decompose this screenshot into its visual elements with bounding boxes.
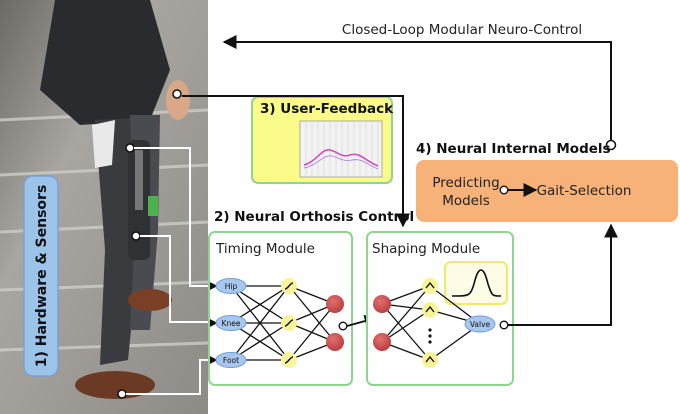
gaussian-inset — [444, 261, 508, 305]
predicting-output-point — [499, 185, 509, 195]
predicting-models-line1: Predicting — [432, 175, 499, 191]
timing-module-title: Timing Module — [215, 241, 315, 257]
ellipsis-dot — [428, 334, 432, 338]
sensor-wires — [126, 147, 212, 395]
timing-input-label: Knee — [222, 319, 241, 328]
hardware-label: 1) Hardware & Sensors — [34, 185, 50, 368]
timing-output-node — [326, 295, 344, 313]
hardware-label-box: 1) Hardware & Sensors — [23, 175, 59, 377]
valve-output-point — [499, 320, 509, 330]
title: Closed-Loop Modular Neuro-Control — [342, 22, 582, 38]
timing-input-label: Foot — [223, 356, 239, 365]
ellipsis-dot — [428, 340, 432, 344]
orthosis-control-label: 2) Neural Orthosis Control — [214, 209, 414, 225]
timing-input-label: Hip — [225, 282, 238, 291]
timing-output-point — [338, 321, 348, 331]
gait-selection: Gait-Selection — [537, 183, 632, 199]
shaping-kernel-node — [422, 278, 438, 294]
internal-models-label: 4) Neural Internal Models — [416, 141, 611, 157]
hip-sensor-point — [125, 143, 135, 153]
knee-sensor-point — [131, 231, 141, 241]
ellipsis-dot — [428, 328, 432, 332]
shaping-module: Shaping Module Valve — [366, 231, 514, 386]
internal-models-box: Predicting Models Gait-Selection — [416, 160, 678, 222]
shaping-module-title: Shaping Module — [372, 241, 480, 257]
timing-output-node — [326, 333, 344, 351]
user-feedback-label: 3) User-Feedback — [260, 101, 394, 117]
valve-label: Valve — [470, 320, 491, 329]
shaping-nodes: Valve — [373, 278, 496, 368]
timing-input-node — [215, 278, 247, 294]
timing-input-node — [215, 352, 247, 368]
closed-loop-arrow — [222, 35, 612, 140]
shaping-kernel-node — [422, 352, 438, 368]
shaping-input-node — [373, 295, 391, 313]
user-feedback-panel: 3) User-Feedback — [251, 96, 394, 184]
loop-source-point — [605, 139, 617, 151]
predicting-models-line2: Models — [442, 193, 490, 209]
shaping-input-node — [373, 333, 391, 351]
feedback-arrow — [182, 95, 410, 228]
valve-node — [464, 315, 496, 333]
foot-sensor-point — [117, 389, 127, 399]
timing-input-node — [215, 315, 247, 331]
shaping-kernel-node — [422, 302, 438, 318]
feedback-plot — [299, 120, 383, 178]
valve-to-gait-arrow — [508, 223, 618, 326]
feedback-sensor-point — [172, 89, 182, 99]
